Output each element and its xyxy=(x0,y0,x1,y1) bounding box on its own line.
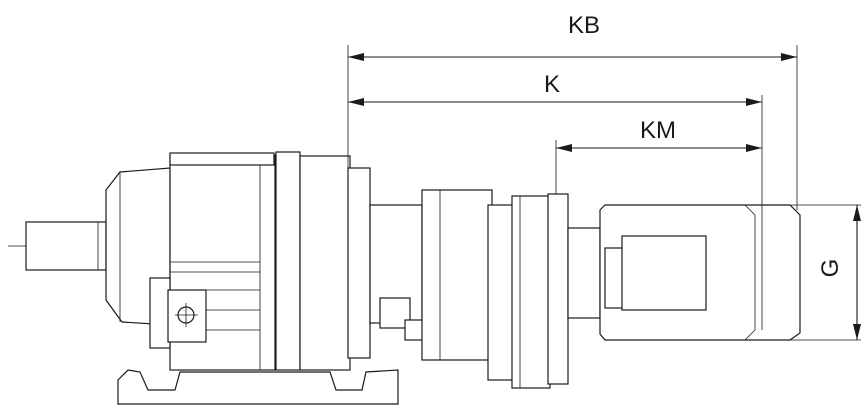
coupling xyxy=(567,227,601,319)
oil-plug xyxy=(149,277,207,349)
dimension-k xyxy=(348,98,762,106)
motor xyxy=(599,204,801,341)
flange xyxy=(275,151,371,371)
adapter xyxy=(369,204,426,341)
second-stage-gearbox xyxy=(421,189,569,389)
dimension-k-label: K xyxy=(544,71,560,98)
dimension-km-label: KM xyxy=(640,117,676,144)
dimension-kb xyxy=(348,53,797,61)
dimension-g-label: G xyxy=(817,259,844,278)
base-foot xyxy=(117,369,399,405)
dimension-km xyxy=(556,144,762,152)
output-shaft xyxy=(25,221,107,271)
dimension-g xyxy=(853,205,861,340)
dimension-kb-label: KB xyxy=(568,12,600,39)
extension-lines xyxy=(347,45,861,341)
